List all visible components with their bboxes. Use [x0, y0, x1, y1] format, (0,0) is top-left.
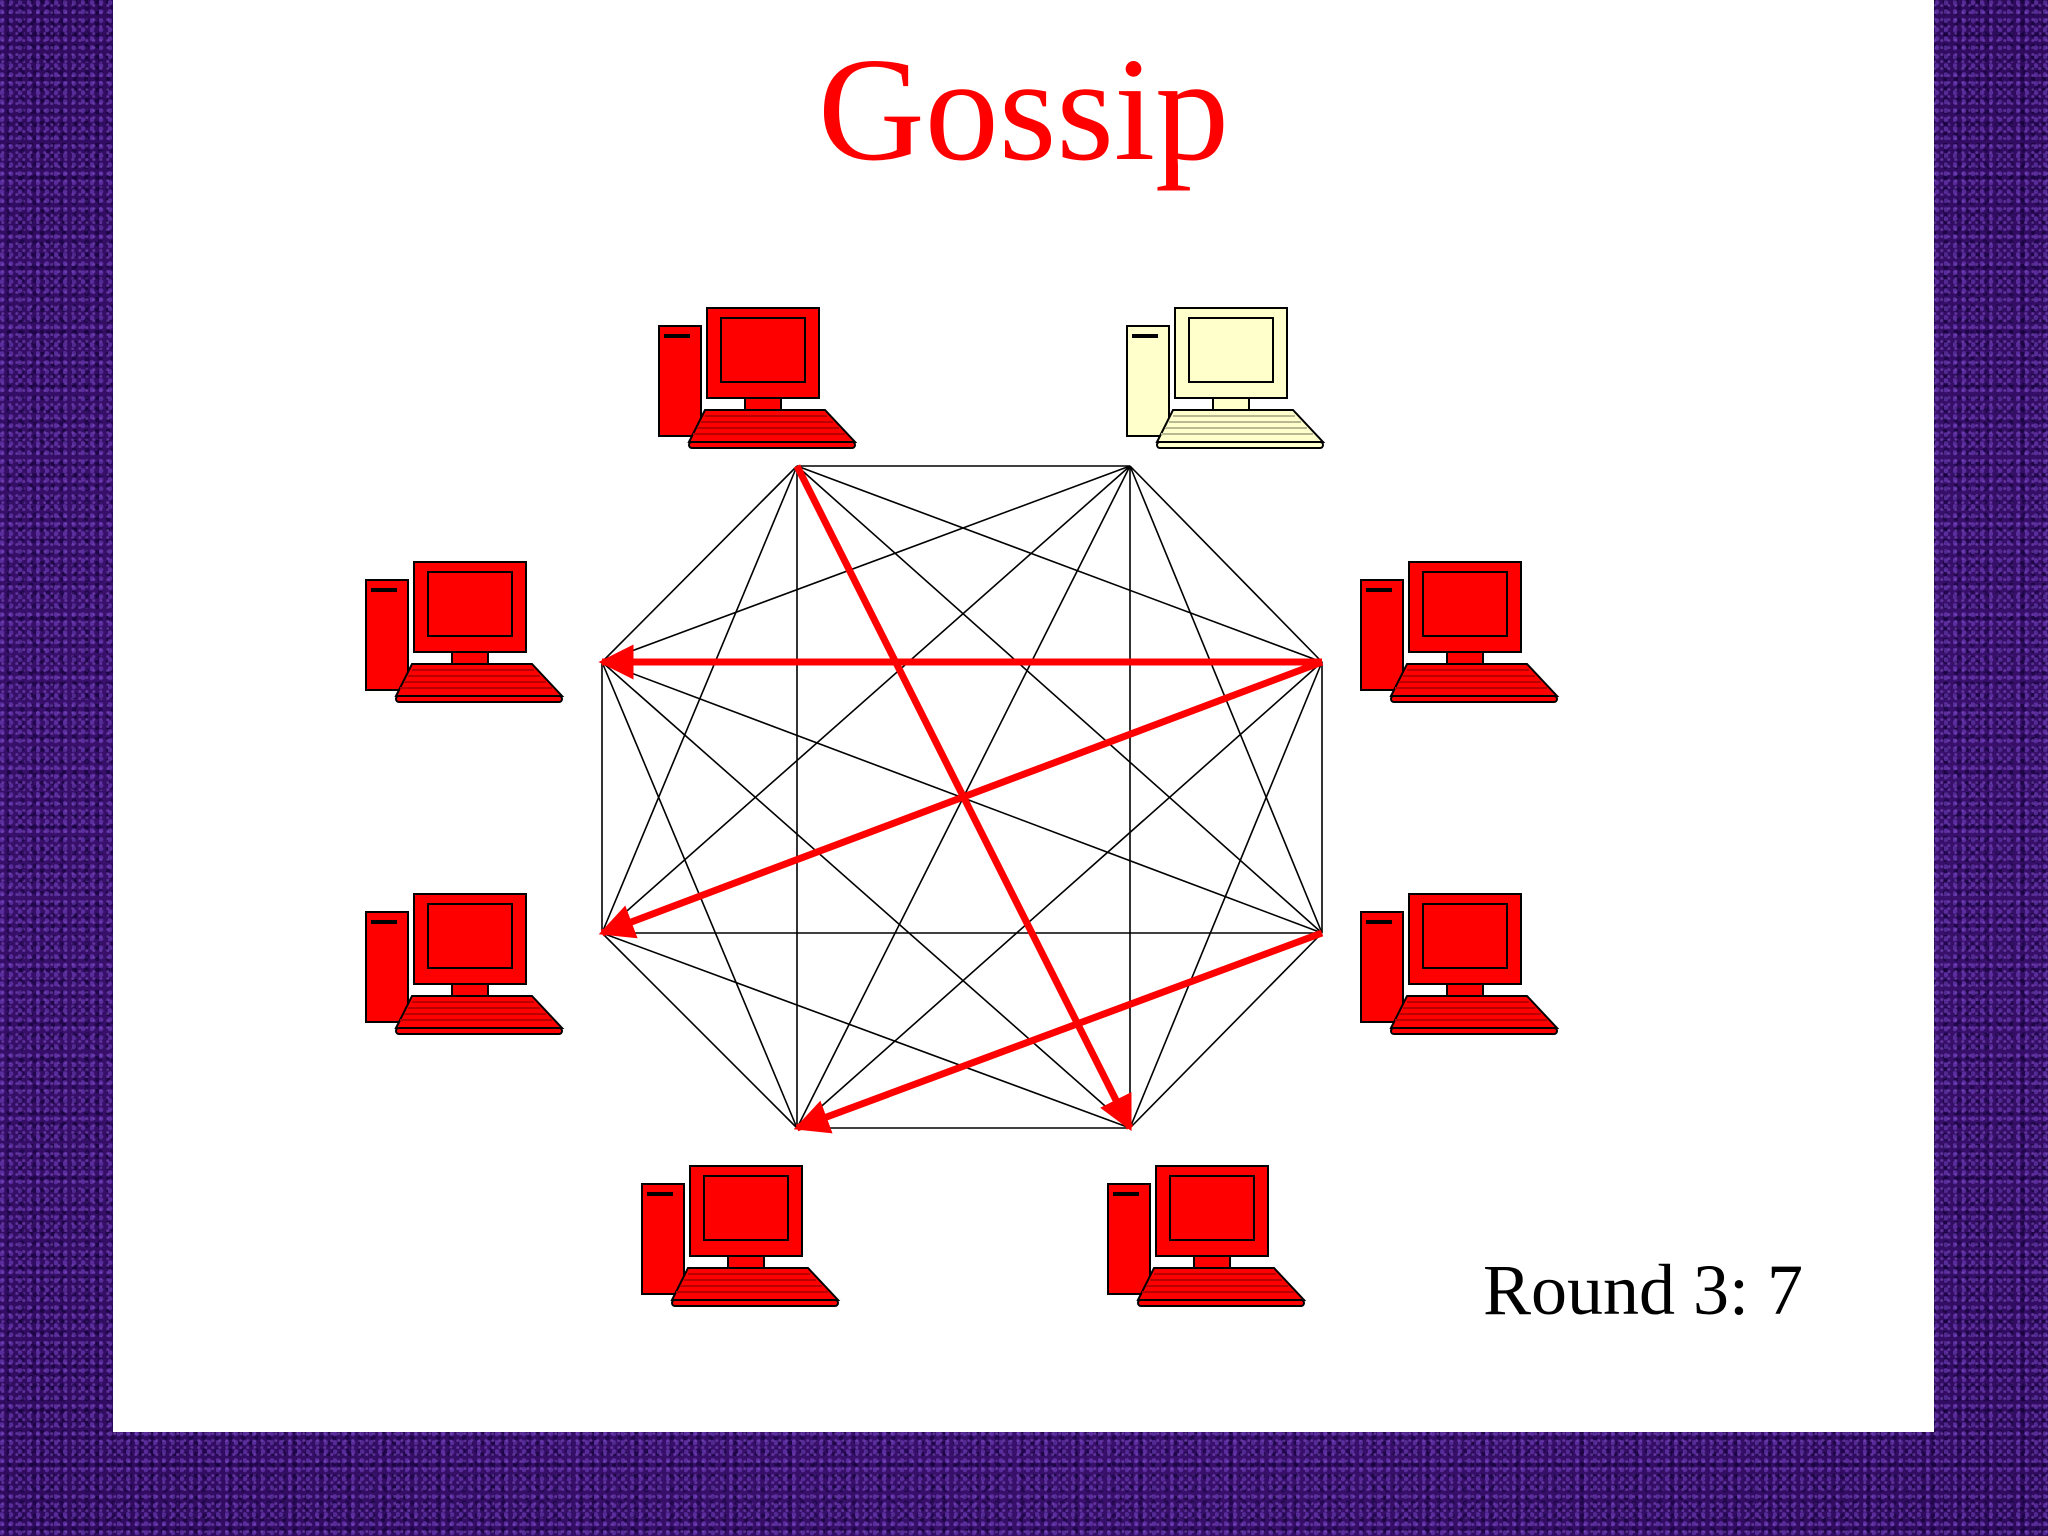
network-edge — [601, 932, 798, 1129]
gossip-network-diagram — [365, 307, 1560, 1307]
slide-title: Gossip — [817, 28, 1230, 192]
network-edge — [796, 465, 1323, 934]
network-edge — [1129, 465, 1323, 663]
computer-icon — [1126, 307, 1326, 449]
round-caption: Round 3: 7 — [1483, 1250, 1804, 1330]
network-edge — [796, 465, 1323, 663]
network-edge — [601, 661, 1131, 1129]
slide: Gossip Round 3: 7 — [113, 0, 1934, 1432]
gossip-message-arrow — [598, 658, 1324, 939]
network-edge — [601, 465, 1131, 934]
network-edge — [1129, 932, 1323, 1129]
network-edge — [601, 465, 1131, 663]
computer-icon — [1360, 893, 1560, 1035]
network-computers — [365, 307, 1560, 1307]
network-edge — [601, 465, 798, 663]
computer-icon — [658, 307, 858, 449]
network-edge — [796, 661, 1323, 1129]
gossip-message-arrow — [793, 929, 1324, 1134]
computer-icon — [365, 561, 565, 703]
gossip-messages — [598, 464, 1324, 1134]
computer-icon — [365, 893, 565, 1035]
computer-icon — [641, 1165, 841, 1307]
network-edge — [1129, 661, 1323, 1129]
computer-icon — [1360, 561, 1560, 703]
computer-icon — [1107, 1165, 1307, 1307]
network-edge — [601, 932, 1131, 1129]
